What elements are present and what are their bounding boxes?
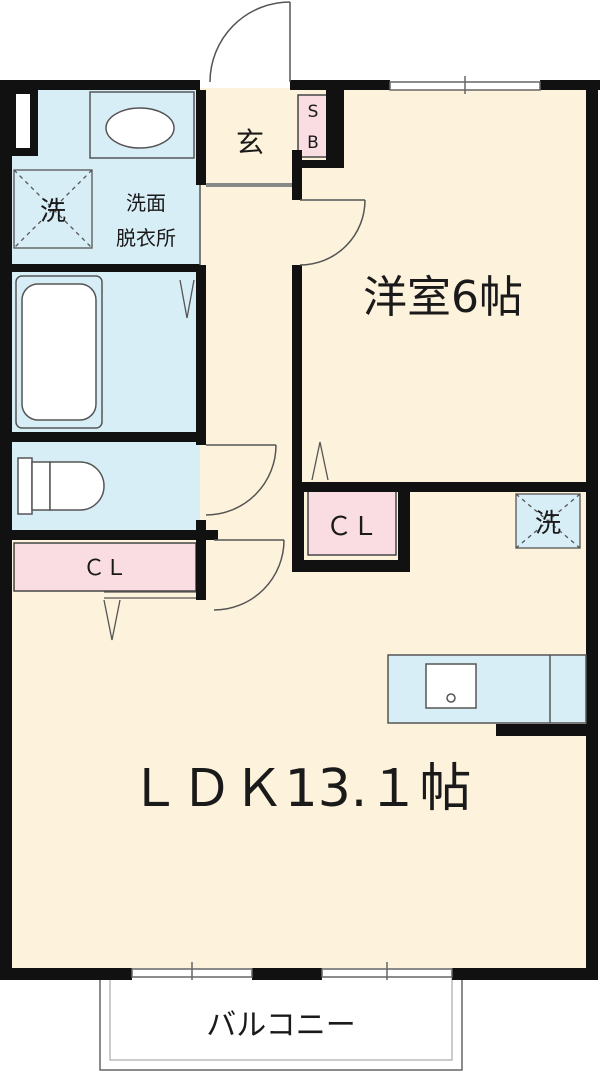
western-room-floor — [298, 88, 590, 486]
door-swing-icon — [199, 1, 366, 611]
washer-icon — [13, 169, 581, 549]
shoebox-b-label: B — [307, 133, 319, 153]
top-window — [389, 76, 541, 94]
sink-icon — [89, 91, 195, 159]
western-room-label: 洋室6帖 — [363, 272, 523, 323]
washer-ldk-label: 洗 — [535, 509, 561, 539]
washer-label: 洗 — [40, 197, 66, 227]
closet-hall-label: ＣＬ — [83, 556, 127, 581]
shoebox-s-label: S — [308, 102, 319, 122]
washroom-label-1: 洗面 — [126, 191, 166, 215]
washroom-label-2: 脱衣所 — [116, 226, 176, 250]
genkan-label: 玄 — [236, 126, 264, 159]
closet-western-label: ＣＬ — [326, 512, 378, 542]
ldk-floor — [10, 540, 590, 970]
walls — [0, 80, 600, 980]
sliding-door-icon — [103, 279, 329, 641]
hallway-floor — [200, 88, 300, 543]
bottom-window — [131, 962, 453, 980]
balcony — [99, 974, 463, 1071]
toilet-icon — [17, 457, 105, 515]
bathtub-icon — [15, 275, 103, 429]
balcony-label: バルコニー — [206, 1008, 355, 1043]
kitchen-sink-icon — [387, 654, 587, 724]
ldk-label: ＬＤＫ13.１帖 — [129, 759, 472, 819]
